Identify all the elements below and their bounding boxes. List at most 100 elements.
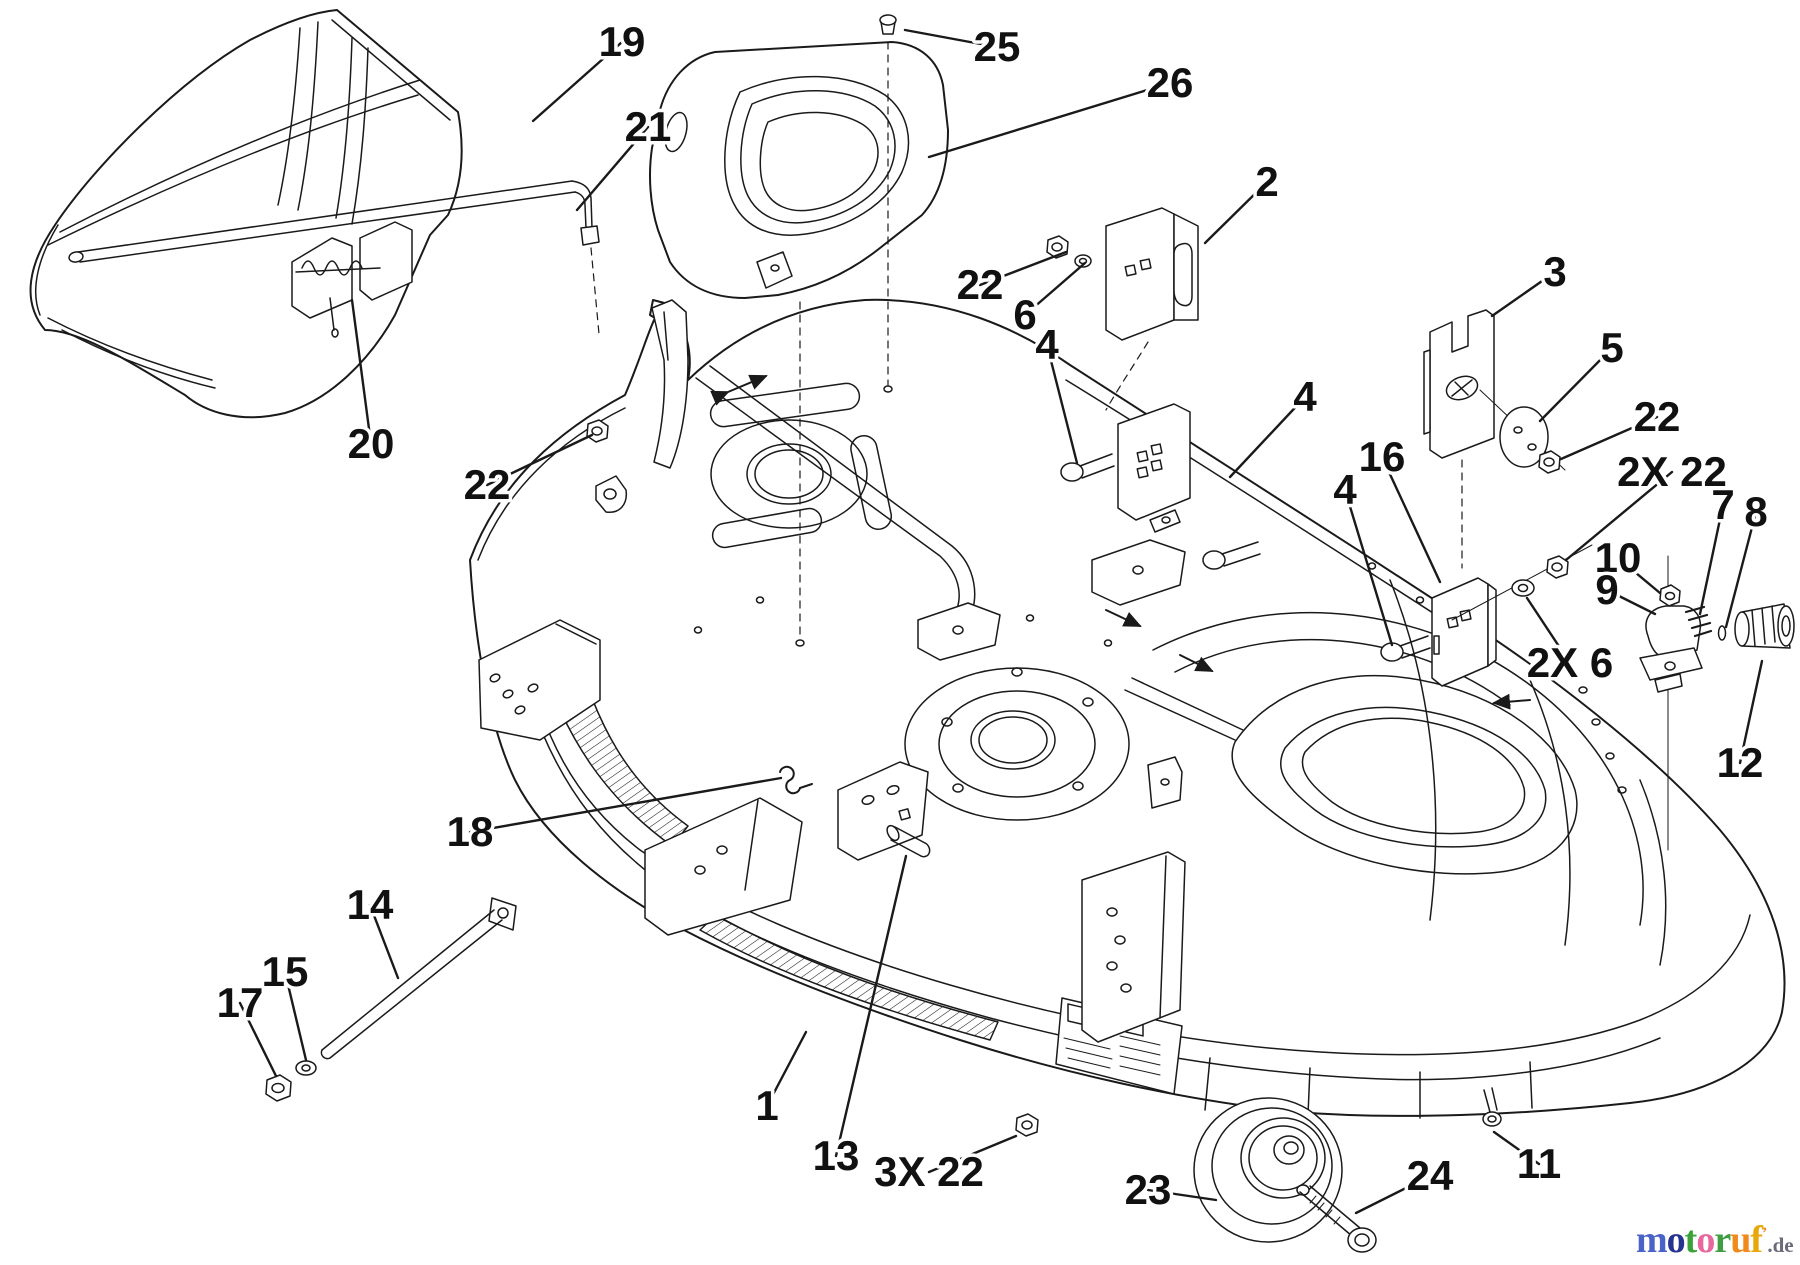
- callout-label: 6: [1013, 291, 1036, 338]
- callout-leader: [1605, 588, 1657, 616]
- callout-label: 20: [348, 420, 395, 467]
- callout-leader: [834, 854, 908, 1158]
- wheel-bracket: [1081, 851, 1186, 1043]
- callout-leader: [1559, 415, 1659, 461]
- callout-leader: [1203, 180, 1269, 245]
- hanger-bracket: [837, 761, 929, 861]
- bracket-16: [1431, 577, 1497, 687]
- logo-letter: o: [1666, 1219, 1686, 1261]
- callout-leader: [1525, 596, 1572, 665]
- mounting-bracket-2: [1105, 207, 1199, 411]
- callout-leader: [283, 970, 308, 1062]
- callout-leader: [485, 433, 594, 487]
- logo-wordmark: motoruf’: [1636, 1219, 1767, 1261]
- logo-letter: m: [1636, 1219, 1668, 1261]
- callout-label: 13: [813, 1132, 860, 1179]
- deflector-chute: [29, 9, 463, 419]
- gauge-wheel: [1193, 1097, 1343, 1243]
- callout-label: 2X 22: [1617, 448, 1727, 495]
- deck-mount-bracket: [1117, 403, 1191, 533]
- callout-leader: [1564, 470, 1674, 562]
- hose-coupler-12: [1734, 603, 1795, 649]
- nut-2x22-washer-2x6: [1451, 544, 1593, 621]
- logo-letter: o: [1696, 1219, 1715, 1261]
- nut-17: [265, 1074, 292, 1102]
- mounting-bracket-3: [1423, 309, 1495, 569]
- callout-label: 12: [1717, 739, 1764, 786]
- logo-letter: ’: [1761, 1225, 1768, 1242]
- callout-leader: [350, 298, 373, 446]
- callout-leader: [1492, 1130, 1541, 1166]
- callout-label: 19: [599, 18, 646, 65]
- callout-leader: [468, 776, 783, 834]
- callout-leader: [1023, 261, 1087, 317]
- callout-leader: [1343, 488, 1394, 647]
- callout-label: 10: [1595, 534, 1642, 581]
- callout-leader: [1490, 270, 1557, 318]
- skirt-bolt: [1482, 1087, 1502, 1127]
- callout-label: 16: [1359, 433, 1406, 480]
- callout-leader: [575, 125, 650, 212]
- spacer-disc-5: [1479, 389, 1566, 474]
- flange-nut-3x22: [1015, 1113, 1039, 1137]
- callout-leader: [1354, 1174, 1432, 1215]
- clevis-pin-13: [886, 824, 931, 858]
- callout-leader: [368, 903, 400, 980]
- callout-label: 15: [262, 948, 309, 995]
- deck-wing-plates: [478, 619, 803, 936]
- callout-label: 4: [1333, 466, 1357, 513]
- washout-fitting: [1639, 555, 1795, 851]
- hanger-rod-14: [265, 897, 517, 1102]
- callout-leader: [1146, 1188, 1218, 1202]
- nut-22-left: [586, 419, 609, 443]
- callout-leader: [765, 1030, 808, 1108]
- callout-label: 22: [1634, 393, 1681, 440]
- washer-15: [295, 1060, 317, 1076]
- callout-leader: [531, 40, 624, 123]
- callout-leader: [1616, 556, 1662, 595]
- carriage-bolts-4: [1060, 453, 1431, 662]
- callout-leader: [1698, 503, 1725, 616]
- belt-cover: [649, 41, 949, 299]
- callout-label: 9: [1595, 566, 1618, 613]
- logo-letter: u: [1730, 1219, 1751, 1261]
- callout-leader: [1380, 455, 1442, 584]
- callout-label: 2X 6: [1527, 639, 1613, 686]
- right-spindle-island: [1152, 611, 1644, 926]
- callout-leader: [927, 81, 1172, 159]
- s-hook: [779, 765, 813, 795]
- logo-suffix: .de: [1767, 1233, 1794, 1257]
- logo-letter: r: [1714, 1219, 1731, 1261]
- callout-leader: [238, 1001, 278, 1078]
- callout-label: 4: [1293, 373, 1317, 420]
- callout-label: 23: [1125, 1166, 1172, 1213]
- callout-leader: [927, 1134, 1018, 1174]
- callout-label: 22: [464, 461, 511, 508]
- chute-rod: [68, 180, 600, 335]
- callout-label: 4: [1035, 321, 1059, 368]
- left-spindle-boss: [709, 382, 893, 549]
- logo-letter: t: [1684, 1219, 1698, 1261]
- callout-label: 26: [1147, 59, 1194, 106]
- callout-leader: [1045, 343, 1079, 465]
- motoruf-logo[interactable]: motoruf’.de: [1636, 1214, 1800, 1261]
- callout-label: 1: [755, 1082, 778, 1129]
- callout-leader: [1228, 395, 1307, 479]
- callout-label: 21: [625, 103, 672, 150]
- callout-label: 3X 22: [874, 1148, 984, 1195]
- callout-label: 3: [1543, 248, 1566, 295]
- callout-label: 2: [1255, 158, 1278, 205]
- callout-leader: [903, 28, 999, 49]
- callout-label: 25: [974, 23, 1021, 70]
- callout-label: 18: [447, 808, 494, 855]
- callout-label: 22: [957, 261, 1004, 308]
- callout-label: 7: [1711, 481, 1734, 528]
- callout-leader: [1738, 659, 1764, 765]
- callout-label: 8: [1744, 488, 1767, 535]
- direction-arrow-icon: [710, 374, 1531, 710]
- callout-label: 17: [217, 979, 264, 1026]
- callout-label: 5: [1600, 324, 1623, 371]
- callout-leader: [1538, 346, 1614, 423]
